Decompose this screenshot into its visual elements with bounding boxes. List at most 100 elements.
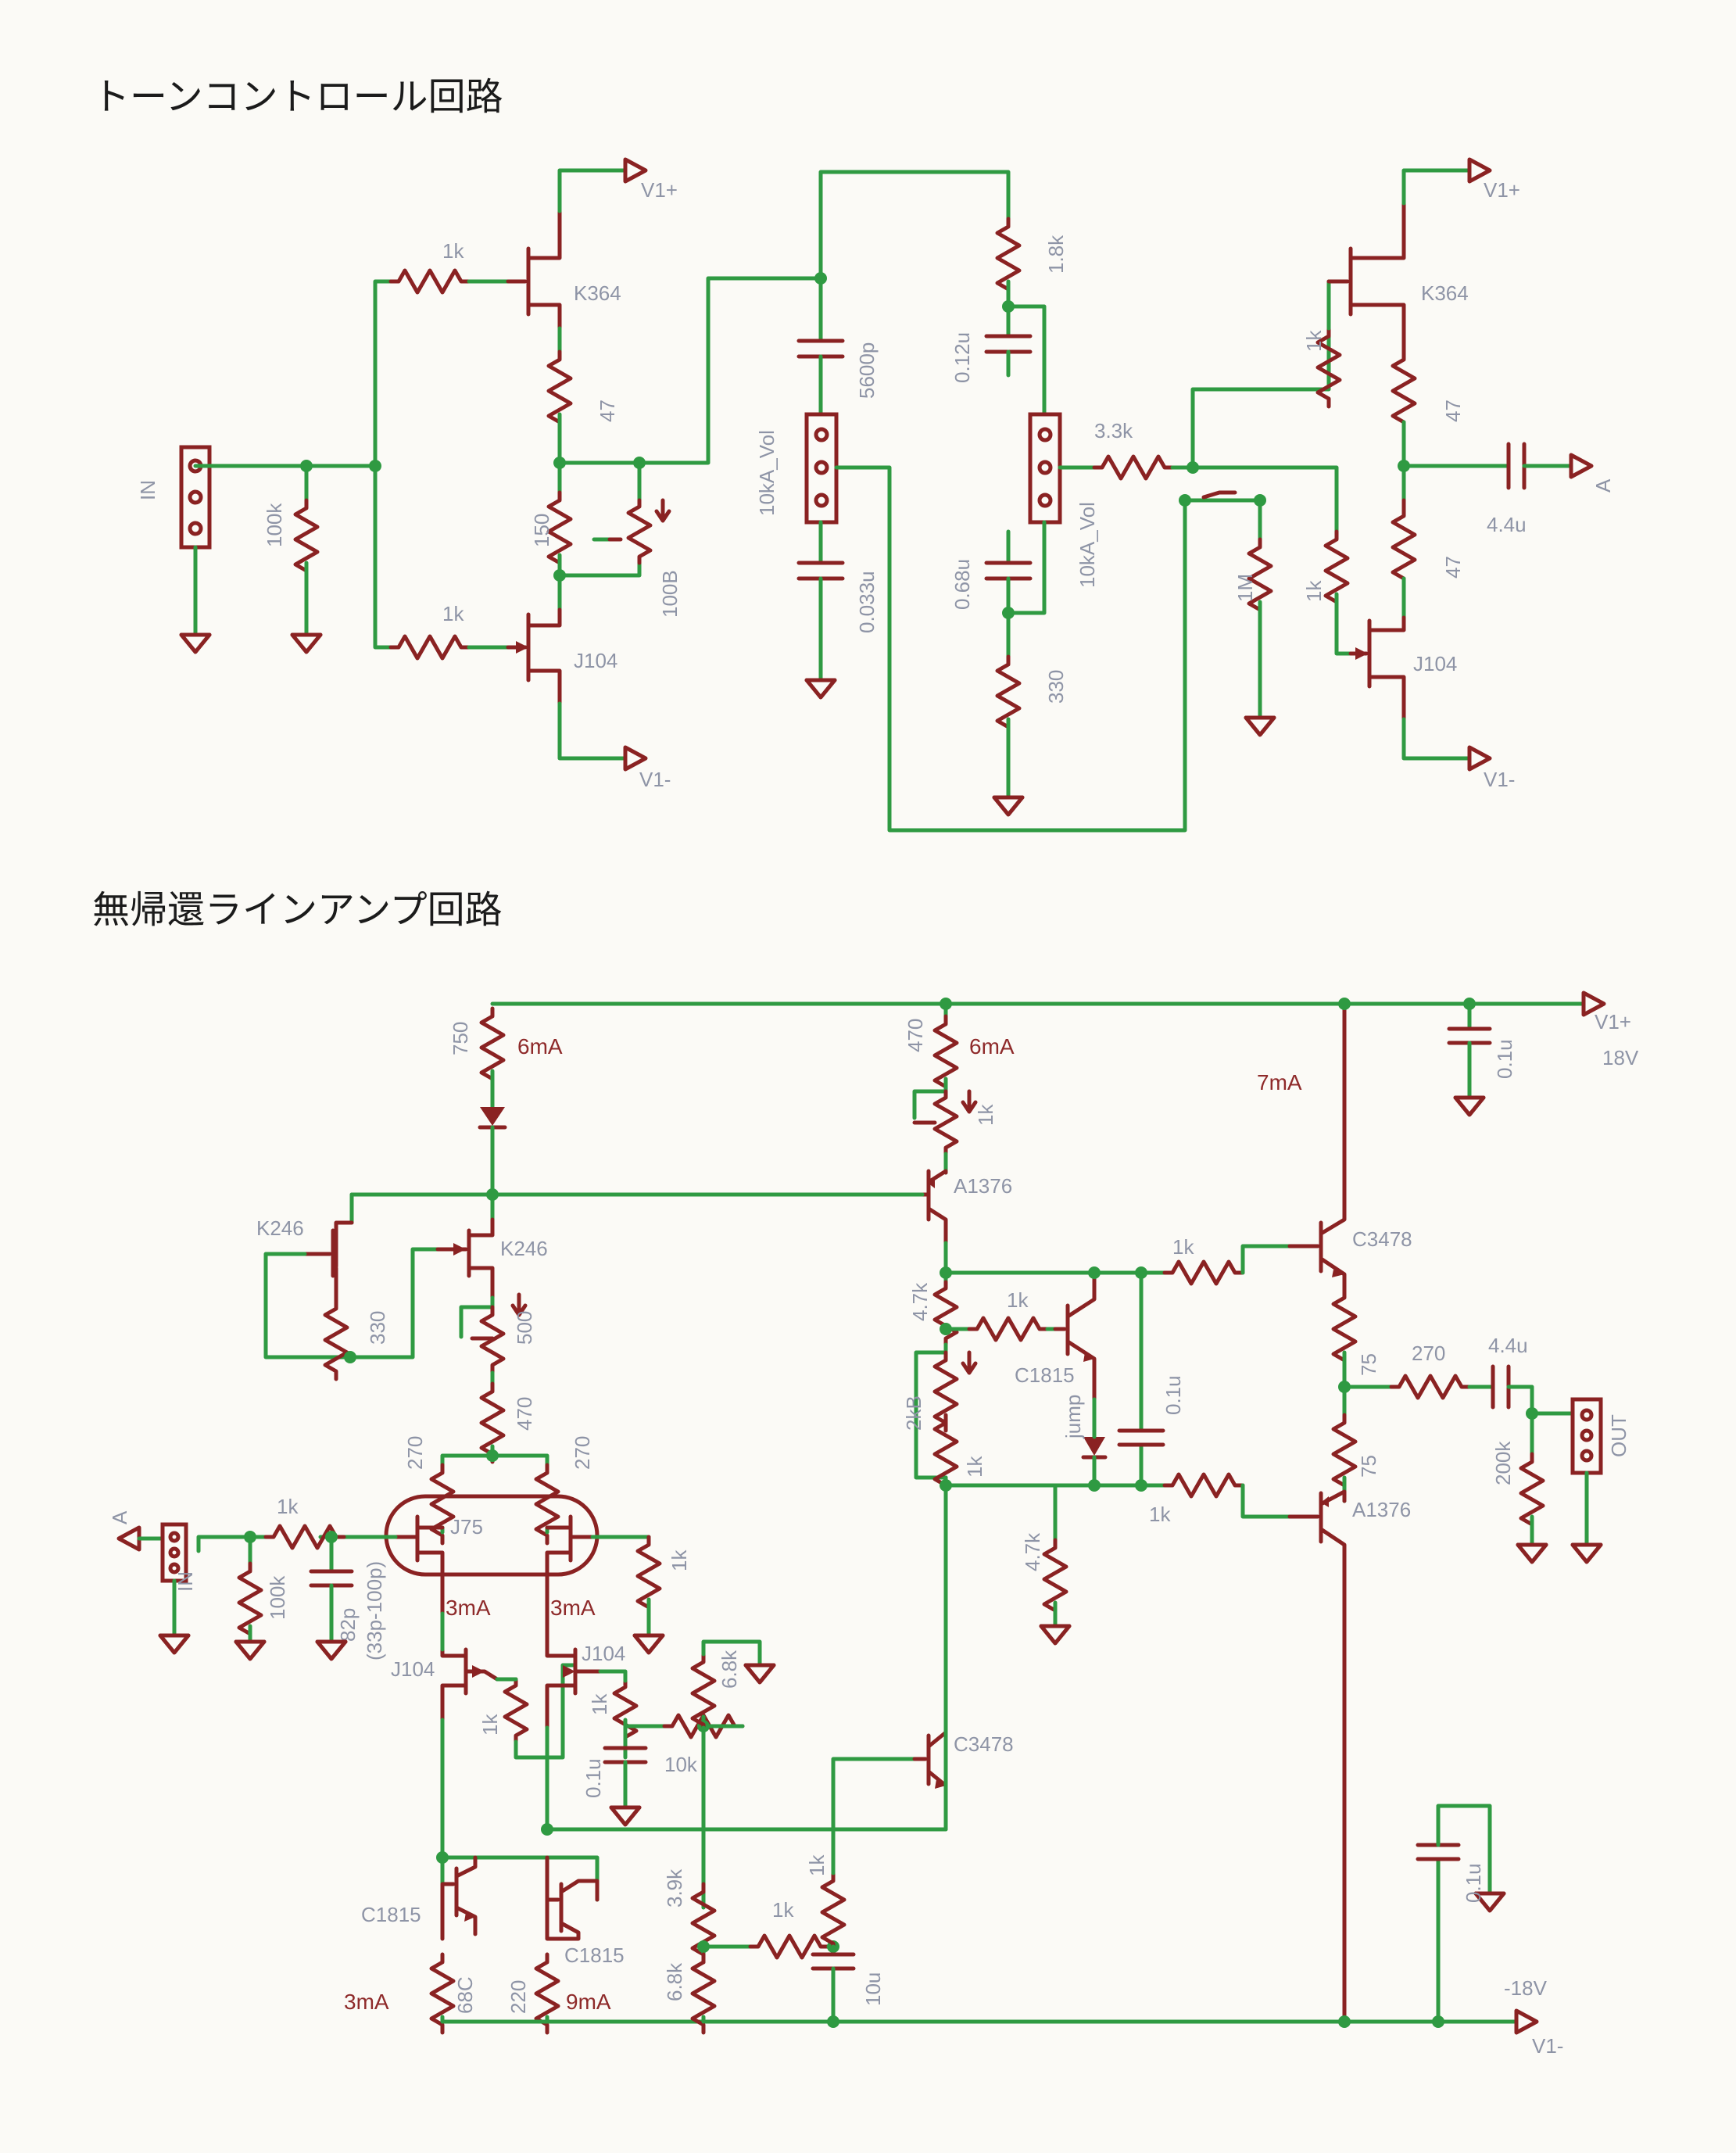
c3478b-label: C3478 — [1352, 1227, 1412, 1251]
j104-right — [545, 1611, 603, 1730]
r270a-label: 270 — [403, 1436, 427, 1470]
a1376-top — [920, 1169, 948, 1245]
amp-v1m-label: V1- — [1532, 2034, 1563, 2058]
r4-7k-b-label: 4.7k — [1021, 1532, 1044, 1571]
r-in2-label: 1k — [442, 602, 464, 625]
v1m2-label: V1- — [1484, 768, 1515, 791]
r100k-amp-label: 100k — [266, 1575, 289, 1620]
amp-v18m-label: -18V — [1504, 1976, 1548, 2000]
r1k-b-label: 1k — [1302, 580, 1326, 602]
r1k-d-label: 1k — [963, 1456, 986, 1478]
i3ma-a-label: 3mA — [446, 1596, 491, 1620]
in-label: IN — [136, 480, 159, 500]
j104-left — [440, 1647, 499, 1722]
vr2kb-label: 2kB — [902, 1395, 925, 1431]
a1376b-label: A1376 — [1352, 1498, 1411, 1521]
r150-label: 150 — [530, 514, 553, 547]
r47b-label: 47 — [1441, 556, 1465, 579]
c44u-label: 4.4u — [1487, 513, 1527, 536]
line-amp-circuit: V1+ 18V 750 6mA K246 330 K246 500 — [108, 993, 1639, 2058]
r75a-label: 75 — [1357, 1353, 1380, 1376]
r220-label: 220 — [506, 1980, 530, 2014]
r200k-label: 200k — [1491, 1441, 1515, 1485]
c1815-right — [545, 1855, 600, 1941]
r68c-label: 68C — [453, 1976, 477, 2014]
r4-7k-a-label: 4.7k — [908, 1282, 932, 1321]
c82p-label: 82p — [336, 1608, 360, 1642]
r3-9k-label: 3.9k — [663, 1868, 686, 1908]
r1-8k-label: 1.8k — [1044, 235, 1068, 274]
amp-in-label: IN — [174, 1571, 197, 1592]
c1815-left — [440, 1855, 478, 1941]
vr500-label: 500 — [513, 1311, 536, 1345]
out-label: OUT — [1607, 1414, 1630, 1457]
v1m-label: V1- — [639, 768, 671, 791]
r1k-e-label: 1k — [1172, 1235, 1194, 1259]
k364-transistor-2 — [1326, 201, 1406, 346]
r-in1-label: 1k — [442, 239, 464, 263]
k364-2-label: K364 — [1421, 281, 1469, 305]
v1p2-label: V1+ — [1484, 178, 1520, 202]
r-100k-label: 100k — [263, 503, 286, 547]
c01u-c-label: 0.1u — [1162, 1375, 1185, 1415]
a1376-bottom — [1287, 1489, 1347, 2024]
r470b-label: 470 — [513, 1397, 536, 1431]
jump-label: jump — [1061, 1395, 1085, 1439]
k246-right — [435, 1217, 495, 1300]
c5600p-label: 5600p — [855, 342, 879, 399]
vol2-label: 10kA_Vol — [1076, 502, 1099, 588]
r47-label: 47 — [596, 399, 619, 422]
k364-label: K364 — [574, 281, 621, 305]
r1k-s1-label: 1k — [478, 1714, 502, 1736]
i3ma-b-label: 3mA — [550, 1596, 596, 1620]
c1815b-label: C1815 — [361, 1903, 421, 1926]
c3478-lower — [912, 1702, 948, 1789]
c1815a-label: C1815 — [1015, 1363, 1075, 1387]
c1815-mid — [1053, 1270, 1097, 1402]
c3478-upper — [1287, 1001, 1347, 1292]
i7ma-label: 7mA — [1257, 1070, 1302, 1094]
j104-2-label: J104 — [1413, 652, 1457, 675]
r1k-j-label: 1k — [668, 1549, 691, 1571]
out-a-label: A — [1591, 478, 1615, 493]
j104b-label: J104 — [582, 1642, 625, 1665]
k246b-label: K246 — [500, 1237, 548, 1260]
c10u-label: 10u — [861, 1972, 885, 2006]
r330-amp-label: 330 — [366, 1311, 389, 1345]
r6-8k-label: 6.8k — [718, 1650, 741, 1689]
k246a-label: K246 — [256, 1216, 304, 1240]
c012u-label: 0.12u — [950, 332, 974, 383]
r75b-label: 75 — [1357, 1455, 1380, 1478]
r330-label: 330 — [1044, 670, 1068, 704]
r1m-label: 1M — [1233, 574, 1257, 602]
v1p-label: V1+ — [641, 178, 678, 202]
r1k-in-label: 1k — [277, 1495, 299, 1518]
c0033u-label: 0.033u — [855, 571, 879, 633]
i6ma-b-label: 6mA — [969, 1034, 1015, 1059]
r270b-label: 270 — [571, 1436, 594, 1470]
tone-control-circuit: IN 100k 1k 1k K364 V1+ 47 150 — [136, 159, 1615, 833]
a1376a-label: A1376 — [954, 1174, 1012, 1198]
r47a-label: 47 — [1441, 399, 1465, 422]
i6ma-a-label: 6mA — [517, 1034, 563, 1059]
vol1-label: 10kA_Vol — [755, 430, 779, 516]
r1k-f-label: 1k — [1149, 1503, 1171, 1526]
r10k-label: 10k — [664, 1753, 698, 1776]
i3ma-c-label: 3mA — [344, 1990, 389, 2014]
amp-v18-label: 18V — [1602, 1046, 1639, 1069]
k364-transistor — [506, 209, 562, 331]
j104a-label: J104 — [391, 1657, 435, 1681]
c01u-d-label: 0.1u — [1462, 1863, 1485, 1903]
c82p-alt-label: (33p-100p) — [363, 1561, 386, 1660]
amp-v1p-label: V1+ — [1595, 1010, 1631, 1034]
line-amp-title: 無帰還ラインアンプ回路 — [92, 888, 503, 932]
r1k-s2-label: 1k — [588, 1693, 611, 1715]
c068u-label: 0.68u — [950, 559, 974, 610]
i9ma-label: 9mA — [566, 1990, 611, 2014]
r270c-label: 270 — [1412, 1342, 1445, 1365]
tone-control-title: トーンコントロール回路 — [92, 75, 503, 119]
c1815c-label: C1815 — [564, 1943, 625, 1967]
amp-in-a-label: A — [108, 1510, 131, 1524]
vr1k-label: 1k — [974, 1104, 997, 1126]
